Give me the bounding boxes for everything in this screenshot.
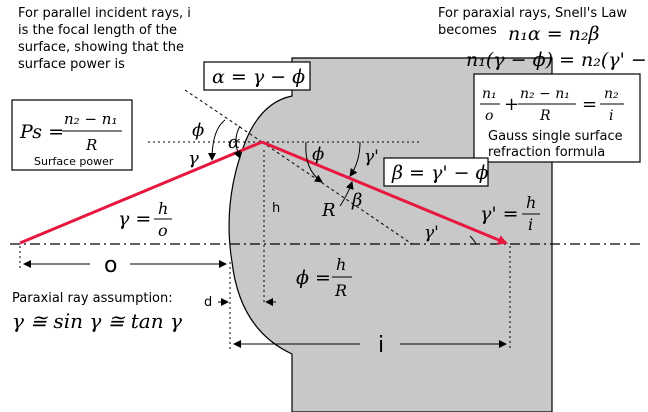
ps-numerator: n₂ − n₁ [64, 110, 117, 128]
snell-simple: n₁α = n₂β [508, 23, 600, 45]
gamma-left-label: γ [188, 148, 199, 169]
phi-right-arc [305, 141, 323, 183]
gamma-eq-lhs: γ = [118, 208, 151, 230]
paraxial-note-line2: becomes [438, 23, 497, 38]
gauss-equals: = [582, 94, 597, 115]
radius-line [261, 141, 413, 245]
beta-label: β [351, 190, 362, 211]
phi-eq-lhs: ϕ = [296, 267, 331, 289]
image-distance-label: i [378, 333, 384, 358]
snell-expanded: n₁(γ − ϕ) = n₂(γ' − ϕ) [466, 49, 648, 71]
gauss-term3-den: i [609, 108, 613, 124]
gauss-box [473, 73, 641, 163]
gauss-caption-line1: Gauss single surface [488, 129, 623, 144]
d-label: d [204, 295, 212, 310]
surface-power-box [11, 99, 133, 171]
gamma-prime-axis-arc [469, 235, 477, 245]
ps-denominator: R [85, 136, 97, 154]
gamma-eq-den: o [158, 221, 168, 240]
gammap-eq-lhs: γ' = [480, 203, 519, 225]
gauss-term2-den: R [539, 108, 551, 124]
object-distance-label: o [104, 253, 117, 278]
beta-box [383, 157, 489, 187]
parallel-note-line2: is the focal length of the [18, 23, 177, 38]
phi-left-arc [208, 119, 226, 161]
gauss-plus: + [504, 94, 519, 115]
assumption-line1: Paraxial ray assumption: [12, 291, 173, 306]
phi-eq-den: R [334, 281, 347, 300]
ps-lhs: Ps = [19, 121, 64, 143]
beta-equation: β = γ' − ϕ [391, 162, 489, 184]
gamma-prime-top-label: γ' [364, 147, 379, 167]
gamma-prime-top-arc [349, 141, 361, 177]
phi-left-label: ϕ [192, 120, 204, 141]
gammap-eq-num: h [526, 193, 536, 212]
height-label: h [272, 201, 280, 216]
alpha-left-label: α [228, 132, 240, 153]
alpha-equation: α = γ − ϕ [212, 66, 305, 88]
parallel-note-line4: surface power is [18, 57, 125, 72]
beta-arc [339, 181, 354, 207]
gauss-term1-num: n₁ [482, 86, 497, 102]
assumption-equation: γ ≅ sin γ ≅ tan γ [12, 309, 182, 333]
gauss-term2-num: n₂ − n₁ [520, 86, 570, 102]
phi-eq-num: h [336, 255, 346, 274]
alpha-box [203, 61, 311, 91]
surface-power-caption: Surface power [34, 155, 114, 168]
parallel-note-line1: For parallel incident rays, i [18, 6, 191, 21]
paraxial-note-line1: For paraxial rays, Snell's Law [438, 6, 627, 21]
radius-label: R [321, 200, 336, 221]
gauss-caption-line2: refraction formula [488, 145, 605, 160]
refracted-ray [261, 140, 508, 245]
gamma-eq-num: h [158, 199, 168, 218]
incident-ray [19, 140, 263, 245]
gamma-prime-axis-label: γ' [424, 223, 439, 243]
parallel-note-line3: surface, showing that the [18, 40, 184, 55]
gammap-eq-den: i [528, 215, 533, 234]
phi-right-label: ϕ [312, 144, 324, 165]
gauss-term1-den: o [485, 108, 493, 124]
alpha-left-arc [233, 125, 241, 159]
gauss-term3-num: n₂ [604, 86, 619, 102]
lens-body [228, 57, 553, 412]
